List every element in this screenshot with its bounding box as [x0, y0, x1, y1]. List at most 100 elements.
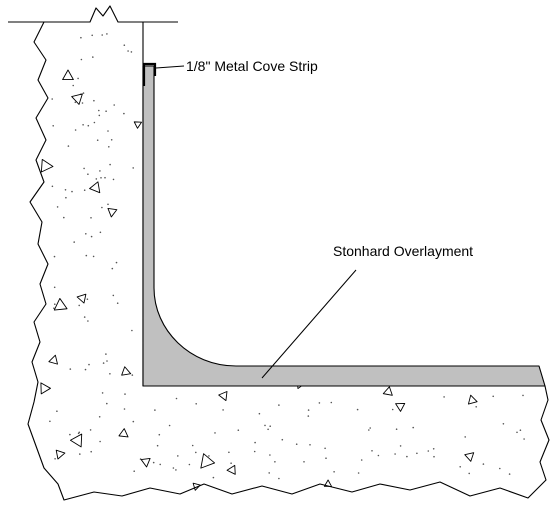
stipple-dot	[95, 178, 98, 180]
stipple-dot	[67, 145, 70, 147]
aggregate-triangle	[71, 93, 83, 105]
stipple-dot	[112, 294, 115, 297]
stipple-dot	[502, 423, 505, 425]
stipple-dot	[307, 409, 310, 411]
stipple-dot	[152, 461, 155, 464]
stipple-dot	[222, 409, 224, 411]
stipple-dot	[90, 450, 92, 453]
stipple-dot	[132, 167, 134, 169]
stipple-dot	[433, 455, 435, 458]
stipple-dot	[74, 101, 77, 104]
stipple-dot	[130, 51, 133, 53]
stipple-dot	[519, 429, 522, 432]
stipple-dot	[56, 206, 59, 208]
aggregate-triangle	[121, 366, 132, 376]
stipple-dot	[74, 129, 77, 131]
stipple-dot	[80, 58, 83, 61]
aggregate-triangle	[55, 449, 66, 460]
aggregate-triangle	[40, 382, 51, 395]
stipple-dot	[102, 362, 105, 364]
stipple-dot	[110, 139, 113, 141]
aggregate-triangle	[53, 297, 68, 311]
stipple-dot	[377, 454, 380, 457]
stipple-dot	[123, 44, 126, 46]
stipple-dot	[295, 443, 298, 446]
stipple-dot	[124, 393, 126, 395]
stipple-dot	[87, 173, 89, 175]
overlayment-layer	[142, 65, 546, 387]
stipple-dot	[156, 444, 159, 447]
stipple-dot	[83, 167, 85, 170]
stipple-dot	[78, 304, 80, 307]
stipple-dot	[92, 56, 94, 58]
aggregate-triangle	[140, 458, 151, 468]
stipple-dot	[318, 402, 321, 404]
stipple-dot	[214, 432, 216, 434]
stipple-dot	[49, 420, 51, 423]
aggregate-triangle	[62, 69, 74, 81]
stipple-dot	[112, 178, 115, 181]
stipple-dot	[71, 190, 73, 193]
stipple-dot	[482, 463, 485, 465]
stipple-dot	[264, 424, 266, 427]
stipple-dot	[123, 408, 126, 410]
stipple-dot	[107, 203, 109, 206]
stipple-dot	[56, 410, 58, 413]
stipple-dot	[106, 360, 108, 362]
stipple-dot	[90, 217, 92, 219]
stipple-dot	[188, 463, 191, 466]
stipple-dot	[168, 424, 171, 427]
aggregate-triangle	[467, 394, 478, 405]
aggregate-triangle	[118, 428, 129, 438]
stipple-dot	[69, 433, 71, 436]
stipple-dot	[53, 286, 56, 289]
stipple-dot	[92, 255, 95, 258]
metal-cove-strip	[142, 62, 157, 86]
stipple-dot	[159, 463, 161, 466]
stipple-dot	[104, 176, 106, 179]
aggregate-triangle	[76, 293, 87, 304]
stipple-dot	[73, 241, 75, 243]
stipple-dot	[88, 363, 90, 366]
stipple-dot	[69, 368, 72, 370]
stipple-dot	[307, 415, 310, 417]
stipple-dot	[195, 451, 197, 454]
stipple-dot	[268, 472, 271, 474]
stipple-dot	[98, 114, 101, 117]
stipple-dot	[54, 458, 56, 460]
stipple-dot	[96, 139, 99, 141]
aggregate-triangle	[464, 452, 475, 462]
stipple-dot	[51, 185, 54, 188]
aggregate-triangle	[382, 386, 393, 396]
stipple-dot	[492, 395, 495, 398]
stipple-dot	[98, 416, 101, 418]
stipple-dot	[98, 109, 100, 112]
stipple-dot	[459, 466, 462, 468]
cove-strip-label: 1/8" Metal Cove Strip	[186, 58, 318, 74]
stipple-dot	[105, 110, 107, 112]
stipple-dot	[508, 473, 511, 475]
stipple-dot	[123, 112, 125, 115]
stipple-dot	[195, 403, 197, 405]
stipple-dot	[357, 472, 360, 474]
stipple-dot	[85, 254, 88, 257]
stipple-dot	[443, 396, 445, 398]
stipple-dot	[516, 431, 518, 434]
stipple-dot	[158, 433, 161, 436]
stipple-dot	[106, 402, 108, 405]
stipple-dot	[99, 170, 101, 172]
stipple-dot	[303, 461, 305, 463]
concrete-substrate	[27, 5, 550, 501]
aggregate-triangle	[192, 482, 201, 491]
stipple-dot	[115, 261, 118, 264]
stipple-dot	[269, 454, 271, 456]
stipple-dot	[325, 457, 327, 460]
stipple-dot	[406, 455, 408, 458]
stipple-dot	[85, 233, 87, 235]
stipple-dot	[82, 92, 85, 94]
stipple-dot	[175, 469, 177, 471]
stipple-dot	[84, 368, 87, 371]
stipple-dot	[432, 448, 435, 450]
aggregate-triangle	[200, 453, 216, 469]
